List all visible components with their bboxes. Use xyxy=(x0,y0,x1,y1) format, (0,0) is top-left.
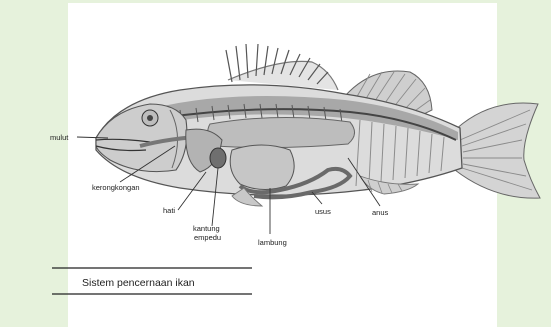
swim-bladder xyxy=(208,117,355,147)
label-mulut: mulut xyxy=(50,133,69,142)
dorsal-spiny-fin xyxy=(226,44,338,90)
stomach xyxy=(230,145,294,190)
label-kantung-line2: empedu xyxy=(194,233,221,242)
label-lambung: lambung xyxy=(258,238,287,247)
caption: Sistem pencernaan ikan xyxy=(82,277,195,289)
label-kerongkongan: kerongkongan xyxy=(92,183,140,192)
label-kantung-line1: kantung xyxy=(193,224,220,233)
label-usus: usus xyxy=(315,207,331,216)
gall-bladder xyxy=(210,148,226,168)
label-anus: anus xyxy=(372,208,389,217)
label-hati: hati xyxy=(163,206,175,215)
caudal-fin xyxy=(455,103,540,198)
